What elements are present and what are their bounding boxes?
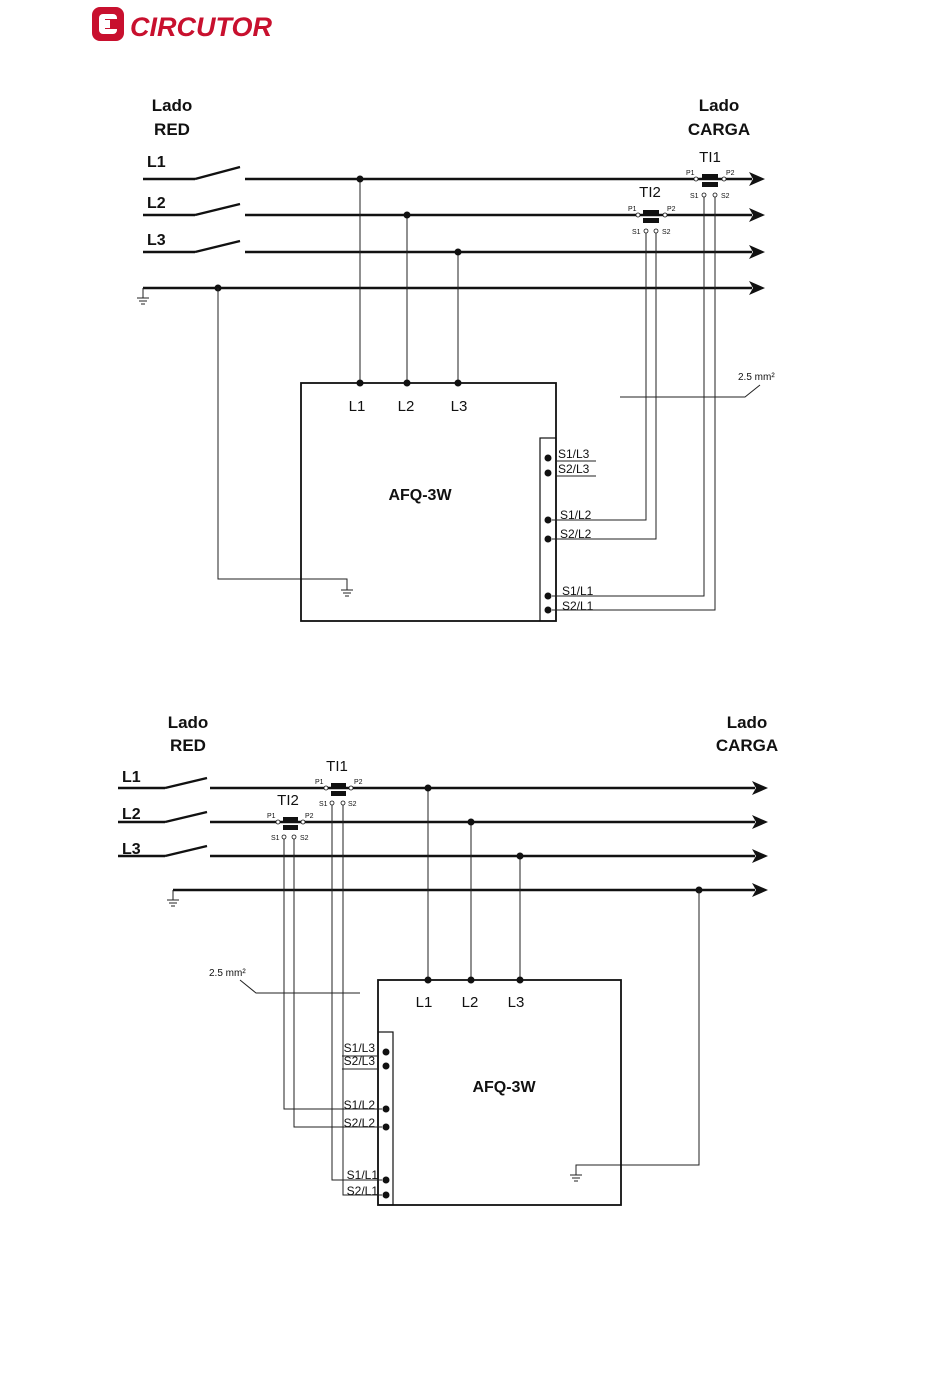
signal-terminal-s2-l3: S2/L3 xyxy=(558,462,590,476)
svg-text:S1: S1 xyxy=(690,193,699,200)
svg-text:P2: P2 xyxy=(305,813,314,820)
cable-leader xyxy=(620,385,760,397)
signal-terminal-s1-l3: S1/L3 xyxy=(558,447,590,461)
ct-ti1-label: TI1 xyxy=(699,149,721,166)
device-terminal-l3: L3 xyxy=(451,398,468,415)
device-terminal-l2: L2 xyxy=(398,398,415,415)
cable-leader xyxy=(240,980,360,993)
ct-ti1: TI1 P1 P2 S1 S2 xyxy=(686,149,735,200)
svg-text:S1: S1 xyxy=(632,229,641,236)
device-name: AFQ-3W xyxy=(472,1079,536,1096)
ct-ti2: TI2 P1 P2 S1 S2 xyxy=(267,792,314,842)
load-side-label-2: CARGA xyxy=(716,736,778,755)
svg-text:P2: P2 xyxy=(726,170,735,177)
ct-ti2-label: TI2 xyxy=(277,792,299,809)
svg-text:S2: S2 xyxy=(721,193,730,200)
wiring-diagram-2: Lado RED Lado CARGA L1 L2 L3 xyxy=(0,650,950,1250)
device-ground-icon xyxy=(341,590,353,596)
grid-side-label-2: RED xyxy=(170,736,206,755)
svg-text:P1: P1 xyxy=(686,170,695,177)
device-name: AFQ-3W xyxy=(388,487,452,504)
svg-text:P2: P2 xyxy=(667,206,676,213)
grid-side-label-2: RED xyxy=(154,120,190,139)
phase-label-l2: L2 xyxy=(122,806,141,823)
signal-terminal-s2-l1: S2/L1 xyxy=(347,1184,379,1198)
device-terminal-l1: L1 xyxy=(416,994,433,1011)
phase-label-l2: L2 xyxy=(147,195,166,212)
svg-text:S2: S2 xyxy=(348,801,357,808)
load-side-label-1: Lado xyxy=(699,96,740,115)
ct-ti1-label: TI1 xyxy=(326,758,348,775)
svg-text:P1: P1 xyxy=(267,813,276,820)
load-side-label-2: CARGA xyxy=(688,120,750,139)
phase-label-l3: L3 xyxy=(147,232,166,249)
grid-side-label-1: Lado xyxy=(168,713,209,732)
cable-label: 2.5 mm² xyxy=(209,968,246,979)
ct-ti1: TI1 P1 P2 S1 S2 xyxy=(315,758,363,808)
signal-terminal-s2-l2: S2/L2 xyxy=(344,1116,376,1130)
device-terminal-l3: L3 xyxy=(508,994,525,1011)
svg-text:P2: P2 xyxy=(354,779,363,786)
grid-side-label-1: Lado xyxy=(152,96,193,115)
phase-label-l1: L1 xyxy=(147,154,166,171)
device-terminal-l1: L1 xyxy=(349,398,366,415)
svg-text:P1: P1 xyxy=(315,779,324,786)
svg-text:P1: P1 xyxy=(628,206,637,213)
ct-ti2-label: TI2 xyxy=(639,184,661,201)
svg-text:S2: S2 xyxy=(300,835,309,842)
ct-ti2: TI2 P1 P2 S1 S2 xyxy=(628,184,676,236)
cable-label: 2.5 mm² xyxy=(738,372,775,383)
wiring-diagram-1: Lado RED Lado CARGA L1 L2 L3 xyxy=(0,0,950,650)
svg-text:S1: S1 xyxy=(319,801,328,808)
device-terminal-l2: L2 xyxy=(462,994,479,1011)
load-side-label-1: Lado xyxy=(727,713,768,732)
svg-text:S2: S2 xyxy=(662,229,671,236)
svg-text:S1: S1 xyxy=(271,835,280,842)
phase-label-l1: L1 xyxy=(122,769,141,786)
ground-icon xyxy=(167,890,179,906)
signal-terminal-s2-l1: S2/L1 xyxy=(562,599,594,613)
signal-terminal-s1-l3: S1/L3 xyxy=(344,1041,376,1055)
ground-icon xyxy=(137,288,149,304)
device-ground-icon xyxy=(570,1175,582,1181)
signal-terminal-s1-l2: S1/L2 xyxy=(344,1098,376,1112)
